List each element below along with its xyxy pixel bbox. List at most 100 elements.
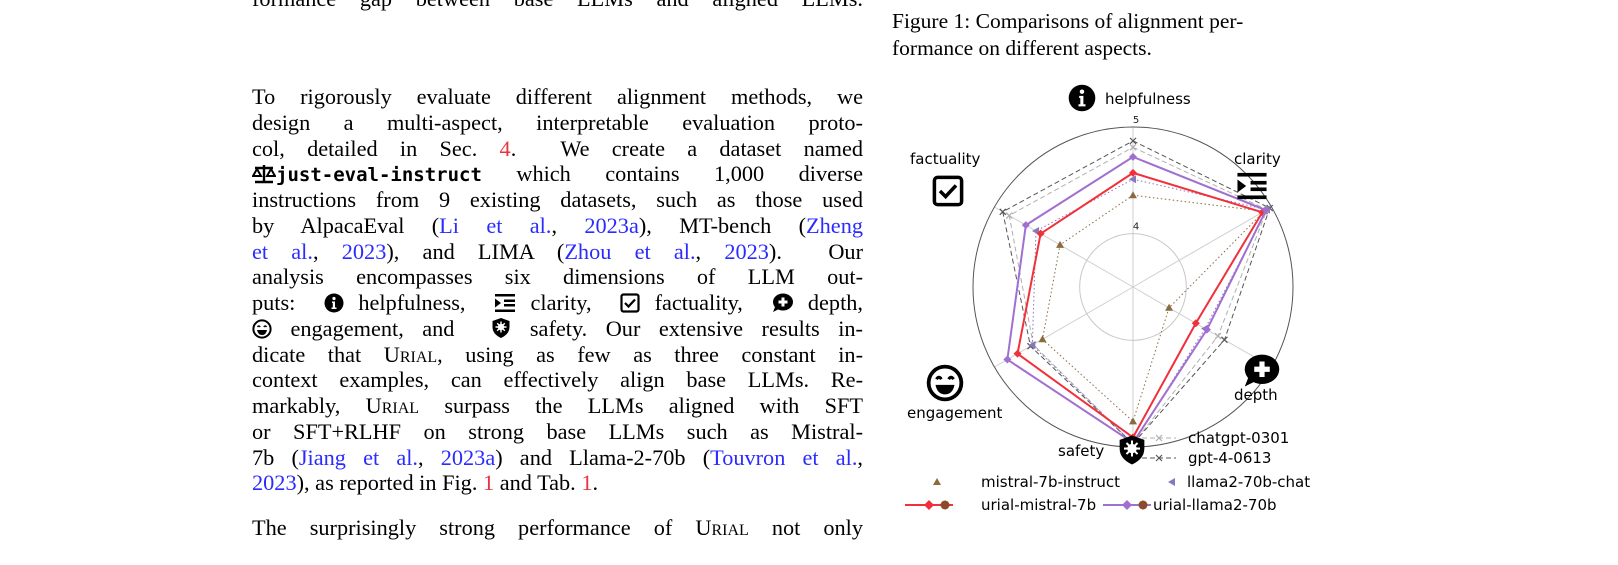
checkbox-icon bbox=[620, 293, 640, 319]
llama-icon bbox=[1138, 500, 1148, 510]
indent-list-icon bbox=[1237, 172, 1267, 200]
legend-label: mistral-7b-instruct bbox=[981, 473, 1120, 491]
radial-tick-label: 4 bbox=[1133, 222, 1139, 233]
series-line bbox=[1008, 146, 1268, 445]
text-run: helpfulness, bbox=[344, 290, 495, 315]
axis-label-factuality: factuality bbox=[910, 150, 981, 168]
text-line: To rigorously evaluate different alignme… bbox=[252, 84, 863, 110]
text-run: . bbox=[592, 470, 599, 496]
text-run: clarity, bbox=[516, 290, 621, 315]
text-run: engagement, and bbox=[272, 315, 492, 341]
data-point-marker bbox=[1129, 137, 1137, 145]
text-run: ), as reported in Fig. bbox=[296, 470, 483, 496]
data-point-marker bbox=[1129, 152, 1137, 161]
text-line: context examples, can effectively align … bbox=[252, 367, 863, 393]
text-run: analysis encompasses six dimensions of L… bbox=[252, 264, 863, 290]
text-line: col, detailed in Sec. 4. We create a dat… bbox=[252, 136, 863, 162]
text-run: markably, bbox=[252, 393, 366, 418]
legend-label: chatgpt-0301 bbox=[1188, 429, 1289, 447]
data-point-marker bbox=[1129, 168, 1137, 177]
cross-reference-link[interactable]: 1 bbox=[482, 470, 495, 496]
citation-link[interactable]: Li et al. bbox=[439, 212, 552, 238]
citation-link[interactable]: Zhou et al. bbox=[564, 238, 696, 264]
shield-icon bbox=[491, 317, 511, 345]
method-name: Urial bbox=[365, 393, 420, 418]
text-run: ). Our bbox=[768, 238, 863, 264]
citation-link[interactable]: 2023 bbox=[724, 238, 769, 264]
text-run: safety. Our extensive results in- bbox=[511, 315, 863, 341]
figure-caption-line-2: formance on different aspects. bbox=[892, 36, 1152, 60]
legend-item-urial-llama2-70b[interactable]: urial-llama2-70b bbox=[1103, 496, 1277, 514]
data-point-marker bbox=[1165, 303, 1174, 311]
speech-plus-icon bbox=[1244, 354, 1280, 387]
radar-spoke bbox=[994, 206, 1134, 288]
citation-link[interactable]: 2023 bbox=[252, 470, 297, 496]
text-run: 7b ( bbox=[252, 444, 299, 470]
data-point-marker bbox=[1155, 454, 1163, 462]
legend-item-chatgpt-0301[interactable]: chatgpt-0301 bbox=[1142, 429, 1289, 447]
legend-label: urial-llama2-70b bbox=[1153, 496, 1277, 514]
legend-item-llama2-70b-chat[interactable]: llama2-70b-chat bbox=[1168, 473, 1310, 491]
text-line: The surprisingly strong performance of U… bbox=[252, 515, 863, 541]
citation-link[interactable]: et al. bbox=[252, 238, 313, 264]
text-line-partial: formance gap between base LLMs and align… bbox=[252, 0, 863, 12]
citation-link[interactable]: Touvron et al. bbox=[710, 444, 858, 470]
citation-link[interactable]: Jiang et al. bbox=[298, 444, 418, 470]
legend-label: gpt-4-0613 bbox=[1188, 449, 1271, 467]
data-point-marker bbox=[1056, 240, 1065, 248]
text-run: design a multi-aspect, interpretable eva… bbox=[252, 109, 863, 135]
radial-tick-label: 5 bbox=[1133, 115, 1139, 126]
text-line: just-eval-instruct which contains 1,000 … bbox=[251, 161, 863, 190]
series-gpt-4-0613 bbox=[999, 137, 1274, 448]
citation-link[interactable]: Zheng bbox=[806, 212, 863, 238]
citation-link[interactable]: 2023a bbox=[584, 212, 639, 238]
legend-item-mistral-7b-instruct[interactable]: mistral-7b-instruct bbox=[933, 473, 1120, 491]
smile-icon bbox=[926, 364, 964, 402]
info-icon bbox=[324, 293, 344, 319]
text-line: dicate that Urial, using as few as three… bbox=[252, 342, 863, 368]
text-run: depth, bbox=[793, 290, 863, 315]
text-run: surpass the LLMs aligned with SFT bbox=[419, 393, 864, 418]
data-point-marker bbox=[1028, 341, 1036, 350]
text-run: ), MT-bench ( bbox=[638, 212, 807, 238]
series-line bbox=[1002, 140, 1271, 445]
cross-reference-link[interactable]: 1 bbox=[581, 470, 593, 496]
data-point-marker bbox=[1038, 335, 1047, 343]
text-run: instructions from 9 existing datasets, s… bbox=[252, 187, 863, 212]
citation-link[interactable]: 2023 bbox=[341, 238, 387, 264]
data-point-marker bbox=[1003, 355, 1012, 364]
text-run: dicate that bbox=[252, 341, 384, 367]
data-point-marker bbox=[1202, 325, 1211, 334]
data-point-marker bbox=[1005, 212, 1013, 219]
axis-label-depth: depth bbox=[1234, 386, 1278, 404]
speech-plus-icon bbox=[772, 293, 794, 319]
text-run: The surprisingly strong performance of bbox=[252, 515, 696, 540]
text-line: design a multi-aspect, interpretable eva… bbox=[252, 110, 863, 136]
legend-label: llama2-70b-chat bbox=[1187, 473, 1310, 491]
checkbox-icon bbox=[932, 175, 964, 207]
text-run: puts: bbox=[252, 290, 325, 315]
text-line: by AlpacaEval (Li et al., 2023a), MT-ben… bbox=[252, 213, 863, 239]
axis-label-safety: safety bbox=[1058, 442, 1104, 460]
legend-item-urial-mistral-7b[interactable]: urial-mistral-7b bbox=[905, 496, 1096, 514]
text-run: , bbox=[857, 444, 863, 470]
info-icon bbox=[1068, 84, 1096, 112]
data-point-marker bbox=[999, 208, 1007, 216]
text-run: , bbox=[418, 444, 441, 470]
data-point-marker bbox=[1013, 349, 1022, 358]
shield-icon bbox=[1119, 435, 1145, 465]
citation-link[interactable]: 2023a bbox=[440, 444, 496, 470]
data-point-marker bbox=[1021, 221, 1030, 230]
axis-label-engagement: engagement bbox=[907, 404, 1003, 422]
llama-icon bbox=[940, 500, 950, 510]
legend-item-gpt-4-0613[interactable]: gpt-4-0613 bbox=[1142, 449, 1271, 467]
dataset-name: just-eval-instruct bbox=[276, 164, 482, 187]
cross-reference-link[interactable]: 4 bbox=[499, 135, 511, 161]
text-line: engagement, and safety. Our extensive re… bbox=[252, 316, 863, 342]
text-run: and Tab. bbox=[494, 470, 582, 496]
data-point-marker bbox=[1129, 191, 1137, 199]
text-line: et al., 2023), and LIMA (Zhou et al., 20… bbox=[252, 239, 863, 265]
text-run: . We create a dataset named bbox=[510, 135, 863, 161]
scale-icon bbox=[251, 164, 277, 190]
text-run: not only bbox=[748, 515, 863, 540]
